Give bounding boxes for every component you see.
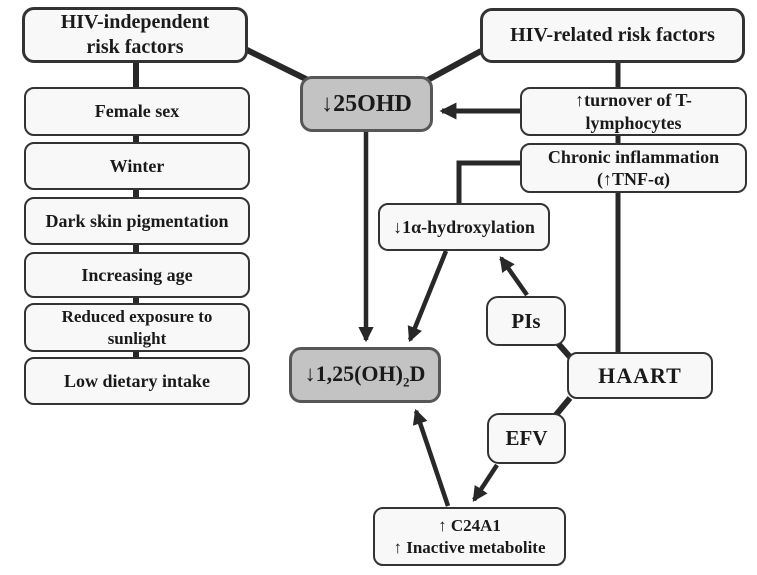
node-hiv-independent-risk-factors: HIV-independent risk factors [22,7,248,63]
node-label: HAART [598,362,682,388]
line-hiv-independent-to-25ohd [243,46,314,85]
node-label: Winter [109,155,165,176]
node-increasing-age: Increasing age [24,252,250,298]
node-label: HIV-independent risk factors [60,11,210,58]
node-c24a1-inactive-metabolite: ↑ C24A1 ↑ Inactive metabolite [373,507,566,566]
node-label: ↑ C24A1 ↑ Inactive metabolite [393,516,546,557]
node-label: EFV [505,426,548,451]
arrow-hydroxylation-to-125ohd [407,250,449,343]
node-label: ↑turnover of T- lymphocytes [575,90,692,133]
node-label: PIs [511,308,541,333]
node-dark-skin-pigmentation: Dark skin pigmentation [24,197,250,245]
node-hiv-related-risk-factors: HIV-related risk factors [480,8,745,63]
line-hiv-related-to-25ohd [422,48,483,85]
node-label: ↓1α-hydroxylation [393,216,535,237]
node-pis: PIs [486,296,566,346]
node-reduced-exposure-to-sunlight: Reduced exposure to sunlight [24,303,250,352]
arrow-efv-to-c24a1 [472,463,499,502]
node-haart: HAART [567,352,713,399]
node-125ohd: ↓1,25(OH)2D [289,347,441,403]
node-female-sex: Female sex [24,87,250,136]
node-1a-hydroxylation: ↓1α-hydroxylation [378,203,550,251]
arrow-pis-to-hydroxylation [499,256,529,297]
node-25ohd: ↓25OHD [300,76,433,132]
node-label: ↓1,25(OH)2D [304,360,426,390]
node-label: HIV-related risk factors [510,24,715,46]
node-label: Increasing age [81,264,193,285]
node-winter: Winter [24,142,250,190]
line-chronic-to-hydroxylation [456,160,521,203]
node-label: Low dietary intake [64,370,210,391]
node-label: Chronic inflammation (↑TNF-α) [547,146,720,190]
node-label: Female sex [94,101,180,122]
node-efv: EFV [487,413,566,464]
node-low-dietary-intake: Low dietary intake [24,357,250,405]
node-label: Dark skin pigmentation [45,210,229,231]
node-label: Reduced exposure to sunlight [61,307,213,348]
arrow-c24a1-to-125ohd [412,408,451,507]
node-chronic-inflammation: Chronic inflammation (↑TNF-α) [520,143,747,193]
node-label: ↓25OHD [321,91,412,117]
node-turnover-t-lymphocytes: ↑turnover of T- lymphocytes [520,87,747,136]
